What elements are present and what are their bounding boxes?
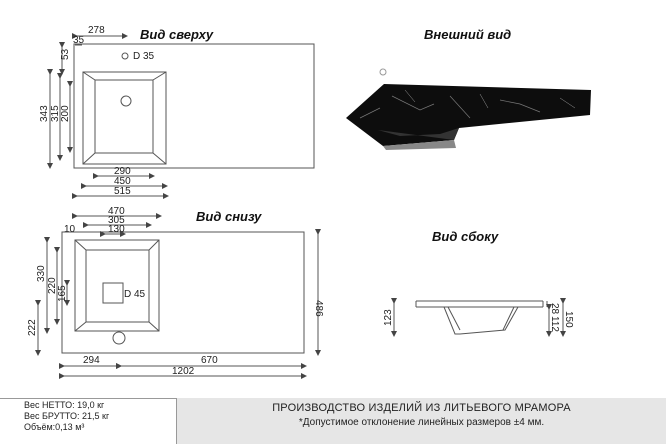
dim-bottom-305: 305 bbox=[108, 215, 125, 226]
dim-bottom-10: 10 bbox=[64, 224, 76, 235]
dim-top-450: 450 bbox=[114, 176, 131, 187]
volume: Объём:0,13 м³ bbox=[24, 422, 85, 432]
title-side-view: Вид сбоку bbox=[432, 229, 499, 244]
dim-top-515: 515 bbox=[114, 186, 131, 197]
dim-top-35: 35 bbox=[73, 35, 85, 46]
dim-bottom-1202: 1202 bbox=[172, 366, 195, 377]
dim-side-28: 28 bbox=[549, 303, 560, 315]
exterior-view-image bbox=[346, 68, 591, 150]
dim-top-290: 290 bbox=[114, 166, 131, 177]
dim-bottom-670: 670 bbox=[201, 355, 218, 366]
side-view-drawing bbox=[391, 298, 566, 337]
dim-side-150: 150 bbox=[563, 311, 574, 328]
dim-bottom-165: 165 bbox=[57, 285, 68, 302]
dim-bottom-220: 220 bbox=[47, 277, 58, 294]
dim-bottom-222: 222 bbox=[27, 319, 38, 336]
tolerance-line: *Допустимое отклонение линейных размеров… bbox=[298, 417, 545, 428]
dim-side-123: 123 bbox=[383, 309, 394, 326]
title-bottom-view: Вид снизу bbox=[196, 209, 262, 224]
net-weight: Вес НЕТТО: 19,0 кг bbox=[24, 400, 105, 410]
dim-top-200: 200 bbox=[60, 105, 71, 122]
dim-top-315: 315 bbox=[50, 105, 61, 122]
dim-bottom-294: 294 bbox=[83, 355, 100, 366]
gross-weight: Вес БРУТТО: 21,5 кг bbox=[24, 411, 110, 421]
company-line: ПРОИЗВОДСТВО ИЗДЕЛИЙ ИЗ ЛИТЬЕВОГО МРАМОР… bbox=[272, 402, 571, 414]
dim-top-d35: D 35 bbox=[133, 51, 155, 62]
title-exterior-view: Внешний вид bbox=[424, 27, 511, 42]
top-view-drawing bbox=[47, 33, 315, 199]
drawing-canvas: Вид сверху Внешний вид Вид снизу Вид сбо… bbox=[27, 25, 591, 379]
bottom-view-drawing bbox=[35, 213, 321, 379]
title-top-view: Вид сверху bbox=[140, 27, 214, 42]
dim-bottom-130: 130 bbox=[108, 224, 125, 235]
dim-top-343: 343 bbox=[39, 105, 50, 122]
dim-side-112: 112 bbox=[549, 316, 560, 332]
dim-bottom-470: 470 bbox=[108, 206, 125, 217]
footer-banner: ПРОИЗВОДСТВО ИЗДЕЛИЙ ИЗ ЛИТЬЕВОГО МРАМОР… bbox=[176, 398, 666, 444]
dim-top-278: 278 bbox=[88, 25, 105, 36]
dim-top-53: 53 bbox=[60, 48, 71, 60]
dim-bottom-d45: D 45 bbox=[124, 289, 146, 300]
dim-bottom-486: 486 bbox=[313, 300, 324, 317]
footer-specs: Вес НЕТТО: 19,0 кг Вес БРУТТО: 21,5 кг О… bbox=[0, 398, 176, 444]
dim-bottom-330: 330 bbox=[36, 265, 47, 282]
